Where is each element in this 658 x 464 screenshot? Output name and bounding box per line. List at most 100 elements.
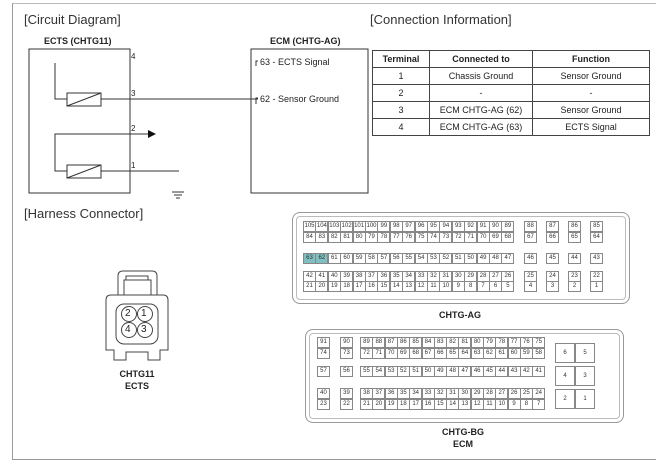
header-connected-to: Connected to (429, 50, 533, 68)
harness-connector-title: [Harness Connector] (24, 206, 144, 221)
pin-cell: 16 (365, 281, 378, 292)
pin-cell: 39 (340, 388, 353, 399)
pin-cell: 94 (439, 221, 453, 232)
pin-cell: 67 (421, 348, 435, 359)
ects-pin-3: 3 (131, 89, 136, 98)
pin-cell: 64 (458, 348, 472, 359)
pin-cell: 6 (555, 343, 575, 363)
pin-cell: 43 (507, 366, 521, 377)
pin-cell: 68 (409, 348, 423, 359)
pin-cell: 12 (470, 399, 484, 410)
pin-cell: 41 (532, 366, 546, 377)
pin-cell: 69 (396, 348, 410, 359)
pin-cell: 72 (360, 348, 373, 359)
ecm-pin-63: 63 - ECTS Signal (260, 57, 330, 67)
pin-cell: 73 (439, 232, 453, 243)
ects-connector-sublabel: ECTS (124, 381, 149, 391)
pin-cell: 20 (372, 399, 386, 410)
pin-cell: 22 (340, 399, 353, 410)
cell: 1 (372, 67, 430, 85)
pin-cell: 70 (384, 348, 398, 359)
pin-cell: 102 (340, 221, 354, 232)
pin-cell: 78 (377, 232, 391, 243)
pin-cell: 75 (414, 232, 428, 243)
pin-cell: 64 (590, 232, 603, 243)
pin-cell: 90 (340, 337, 353, 348)
pin-cell: 80 (470, 337, 484, 348)
ects-connector-pin-1: 1 (141, 308, 147, 319)
pin-cell: 53 (427, 253, 440, 264)
pin-cell: 4 (555, 366, 575, 386)
pin-cell: 28 (483, 388, 496, 399)
pin-cell: 31 (446, 388, 460, 399)
pin-cell: 57 (377, 253, 391, 264)
pin-cell: 72 (451, 232, 465, 243)
pin-cell: 82 (327, 232, 341, 243)
pin-cell: 18 (340, 281, 354, 292)
cell: - (532, 84, 650, 102)
pin-cell: 80 (352, 232, 366, 243)
pin-cell: 52 (439, 253, 453, 264)
pin-cell: 95 (427, 221, 440, 232)
cell: 3 (372, 101, 430, 119)
pin-cell: 5 (501, 281, 515, 292)
pin-cell: 58 (365, 253, 378, 264)
pin-cell: 55 (402, 253, 416, 264)
pin-cell: 50 (464, 253, 478, 264)
pin-cell: 4 (524, 281, 537, 292)
pin-cell: 58 (532, 348, 546, 359)
pin-cell: 23 (317, 399, 330, 410)
pin-cell: 88 (524, 221, 537, 232)
pin-cell: 104 (315, 221, 329, 232)
pin-cell: 81 (458, 337, 472, 348)
pin-cell: 25 (519, 388, 533, 399)
pin-cell: 93 (451, 221, 465, 232)
pin-cell: 86 (396, 337, 410, 348)
cell: 4 (372, 118, 430, 136)
arrow-icon (148, 130, 156, 138)
pin-cell: 91 (317, 337, 330, 348)
pin-cell: 66 (433, 348, 447, 359)
pin-cell: 83 (315, 232, 329, 243)
pin-cell: 45 (483, 366, 496, 377)
frame (12, 3, 656, 460)
pin-cell: 9 (451, 281, 465, 292)
pin-cell: 65 (446, 348, 460, 359)
pin-cell: 5 (575, 343, 595, 363)
pin-cell: 11 (483, 399, 496, 410)
pin-cell: 15 (377, 281, 391, 292)
header-terminal: Terminal (372, 50, 430, 68)
cell: - (429, 84, 533, 102)
pin-cell: 105 (303, 221, 316, 232)
pin-cell: 21 (303, 281, 316, 292)
pin-cell: 99 (377, 221, 391, 232)
pin-cell: 32 (433, 388, 447, 399)
pin-cell: 10 (439, 281, 453, 292)
pin-cell: 40 (317, 388, 330, 399)
pin-cell: 74 (427, 232, 440, 243)
pin-cell: 77 (389, 232, 403, 243)
pin-cell: 67 (524, 232, 537, 243)
pin-cell: 13 (458, 399, 472, 410)
cell: ECTS Signal (532, 118, 650, 136)
pin-cell: 98 (389, 221, 403, 232)
pin-cell: 59 (519, 348, 533, 359)
pin-cell: 42 (519, 366, 533, 377)
pin-cell: 60 (507, 348, 521, 359)
pin-cell: 59 (352, 253, 366, 264)
chtg-bg-sublabel: ECM (453, 439, 473, 449)
pin-cell: 8 (464, 281, 478, 292)
ects-connector-pin-2: 2 (125, 308, 131, 319)
ecm-pin-62: 62 - Sensor Ground (260, 94, 340, 104)
pin-cell: 84 (421, 337, 435, 348)
pin-cell: 103 (327, 221, 341, 232)
pin-cell: 21 (360, 399, 373, 410)
header-function: Function (532, 50, 650, 68)
pin-cell: 62 (315, 253, 329, 264)
pin-cell: 63 (303, 253, 316, 264)
pin-cell: 45 (546, 253, 559, 264)
pin-cell: 10 (495, 399, 509, 410)
